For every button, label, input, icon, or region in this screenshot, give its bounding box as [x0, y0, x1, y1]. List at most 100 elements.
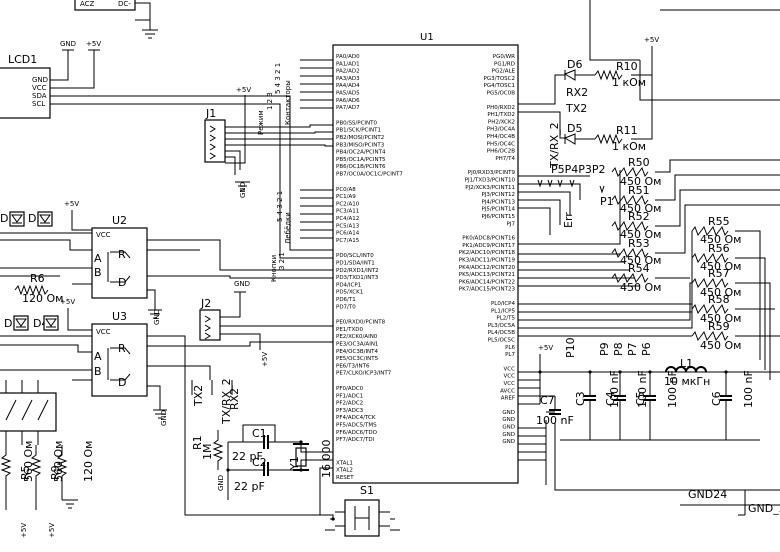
resistor-r11: [594, 133, 623, 145]
d1-body: [9, 211, 25, 227]
u1-right-pin-label: PG5/OC0B: [487, 91, 516, 97]
junction: [226, 468, 230, 472]
lcd1-body: [0, 67, 51, 119]
r59-ref: R59: [708, 320, 730, 333]
diode-d1-icon: [11, 214, 23, 224]
junction: [588, 370, 592, 374]
u1-right-pin-label: VCC: [504, 374, 516, 380]
u3-gnd-label: GND: [160, 410, 168, 426]
p5-p2-labels: P5P4P3P2: [551, 163, 606, 176]
u1-right-pin-label: PL1/ICP5: [491, 308, 516, 314]
c7-value: 100 nF: [536, 414, 574, 427]
u1-left-pin-label: PB0/SS/PCINT0: [336, 120, 378, 126]
junction: [299, 468, 303, 472]
err-label: Err: [562, 212, 575, 228]
tx-rx-2-label: TX/RX_2: [548, 122, 561, 169]
u1-left-pin-label: PE7/CLKO/ICP3/INT7: [336, 371, 392, 377]
u2-gnd-label: GND: [153, 309, 161, 325]
u1-right-pin-label: VCC: [504, 381, 516, 387]
r50-value: 450 Ом: [620, 175, 661, 188]
u1-right-pin-label: PK1/ADC9/PCINT17: [462, 243, 515, 249]
u1-right-pin-label: PH3/OC4A: [487, 127, 515, 133]
u1-left-pin-label: PD5/XCK1: [336, 290, 363, 296]
j2-5v-label: +5V: [261, 352, 269, 367]
d5-ref: D5: [567, 122, 582, 135]
lcd1-pin-vcc: VCC: [32, 84, 47, 92]
u1-right-pin-label: PK0/ADC8/PCINT16: [462, 236, 515, 242]
uart-leds: D6 R10 1 кОм RX2 TX2 D5 R11 1 кОм +5V TX…: [518, 0, 780, 169]
u1-right-pin-label: PG0/WR: [493, 54, 515, 60]
label-knopki: Кнопки: [270, 255, 278, 282]
u1-left-pin-label: PC2/A10: [336, 201, 360, 207]
resistor-r58: [691, 303, 729, 315]
reset-switch-s1: S1: [325, 484, 400, 537]
u1-left-pin-label: PA7/AD7: [336, 105, 360, 111]
s1-ref: S1: [360, 484, 374, 497]
s1-contacts: [335, 506, 390, 530]
u1-left-pin-label: PF6/ADC6/TDO: [336, 430, 378, 436]
r57-ref: R57: [708, 267, 730, 280]
u1-left-pin-label: PF0/ADC0: [336, 386, 364, 392]
c5-value: 100 nF: [666, 370, 679, 408]
u1-right-pin-label: PH5/OC4C: [487, 141, 515, 147]
c2-value: 22 pF: [234, 480, 265, 493]
resistor-r52: [611, 220, 649, 232]
connector-j2-body: [199, 309, 221, 341]
power-wires: [518, 354, 780, 491]
u1-left-pin-label: PE6/T3/INT6: [336, 363, 370, 369]
gnd24-label: GND24: [688, 488, 727, 501]
mcu-u1-left-pins: PA0/AD0PA1/AD1PA2/AD2PA3/AD3PA4/AD4PA5/A…: [336, 54, 403, 481]
r10-value: 1 кОм: [612, 76, 646, 89]
r51-value: 450 Ом: [620, 202, 661, 215]
u1-right-pin-label: PL7: [505, 352, 515, 358]
u1-right-pin-label: PK4/ADC12/PCINT20: [459, 265, 516, 271]
d4-body: [43, 315, 59, 331]
r51-ref: R51: [628, 184, 650, 197]
r54-value: 450 Ом: [620, 281, 661, 294]
r9-value: 120 Ом: [82, 441, 95, 482]
u1-left-pin-label: PD3/TXD1/INT3: [336, 275, 379, 281]
ground-symbol-top: [135, 19, 158, 39]
junction: [299, 440, 303, 444]
dip-switch-contacts: [5, 380, 49, 445]
u1-left-pin-label: RESET: [336, 475, 354, 481]
u1-left-pin-label: PE5/OC3C/INT5: [336, 356, 379, 362]
u3-internal-logic: [107, 347, 131, 381]
r6-value: 120 Ом: [22, 292, 63, 305]
leds-5v-label: +5V: [644, 36, 659, 44]
resistor-r50: [611, 166, 649, 178]
bottom-left-ground: [62, 499, 78, 509]
u2-ref: U2: [112, 214, 127, 227]
wire: [135, 2, 151, 20]
indicator-wires: [518, 170, 640, 287]
u1-right-pin-label: PJ3/PCINT12: [481, 192, 515, 198]
u3-ref: U3: [112, 310, 127, 323]
u1-right-pin-label: AREF: [501, 396, 515, 402]
label-lebedki-numbers: 5 4 3 2 1: [276, 191, 284, 222]
power-module: ACZ DC-: [74, 0, 158, 39]
pin-group-labels: Контакторы 5 4 3 2 1 Режим 1 2 3 Лебёдки…: [257, 59, 333, 282]
resistor-r10: [594, 69, 623, 81]
r53-value: 450 Ом: [620, 254, 661, 267]
r9-ref: R9: [49, 465, 62, 480]
lcd1-5v-label: +5V: [86, 40, 101, 48]
r52-value: 450 Ом: [620, 228, 661, 241]
u1-left-pin-label: PF7/ADC7/TDI: [336, 437, 375, 443]
r57-value: 450 Ом: [700, 286, 741, 299]
indicator-resistors: P5P4P3P2 P1 Err R50 450 Ом R51 450 Ом R5…: [518, 156, 780, 380]
r5-ref: R5: [19, 465, 32, 480]
power-module-acz: ACZ: [80, 0, 95, 8]
u1-left-pin-label: PD1/SDA/INT1: [336, 261, 375, 267]
u1-left-pin-label: PD2/RXD1/INT2: [336, 268, 379, 274]
r11-ref: R11: [616, 124, 638, 137]
d6-ref: D6: [567, 58, 582, 71]
u1-right-pin-label: PH4/OC4B: [487, 134, 515, 140]
u3-body: [91, 323, 148, 397]
connector-j1-ref: J1: [205, 107, 216, 120]
u3-pin-b: B: [94, 365, 102, 378]
lcd1-gnd-label: GND: [60, 40, 76, 48]
u1-right-pin-label: PL5/OC5C: [488, 338, 515, 344]
u1-left-pin-label: PF4/ADC4/TCK: [336, 415, 376, 421]
rx2-label: RX2: [566, 86, 588, 99]
u1-left-pin-label: PC0/A8: [336, 187, 356, 193]
